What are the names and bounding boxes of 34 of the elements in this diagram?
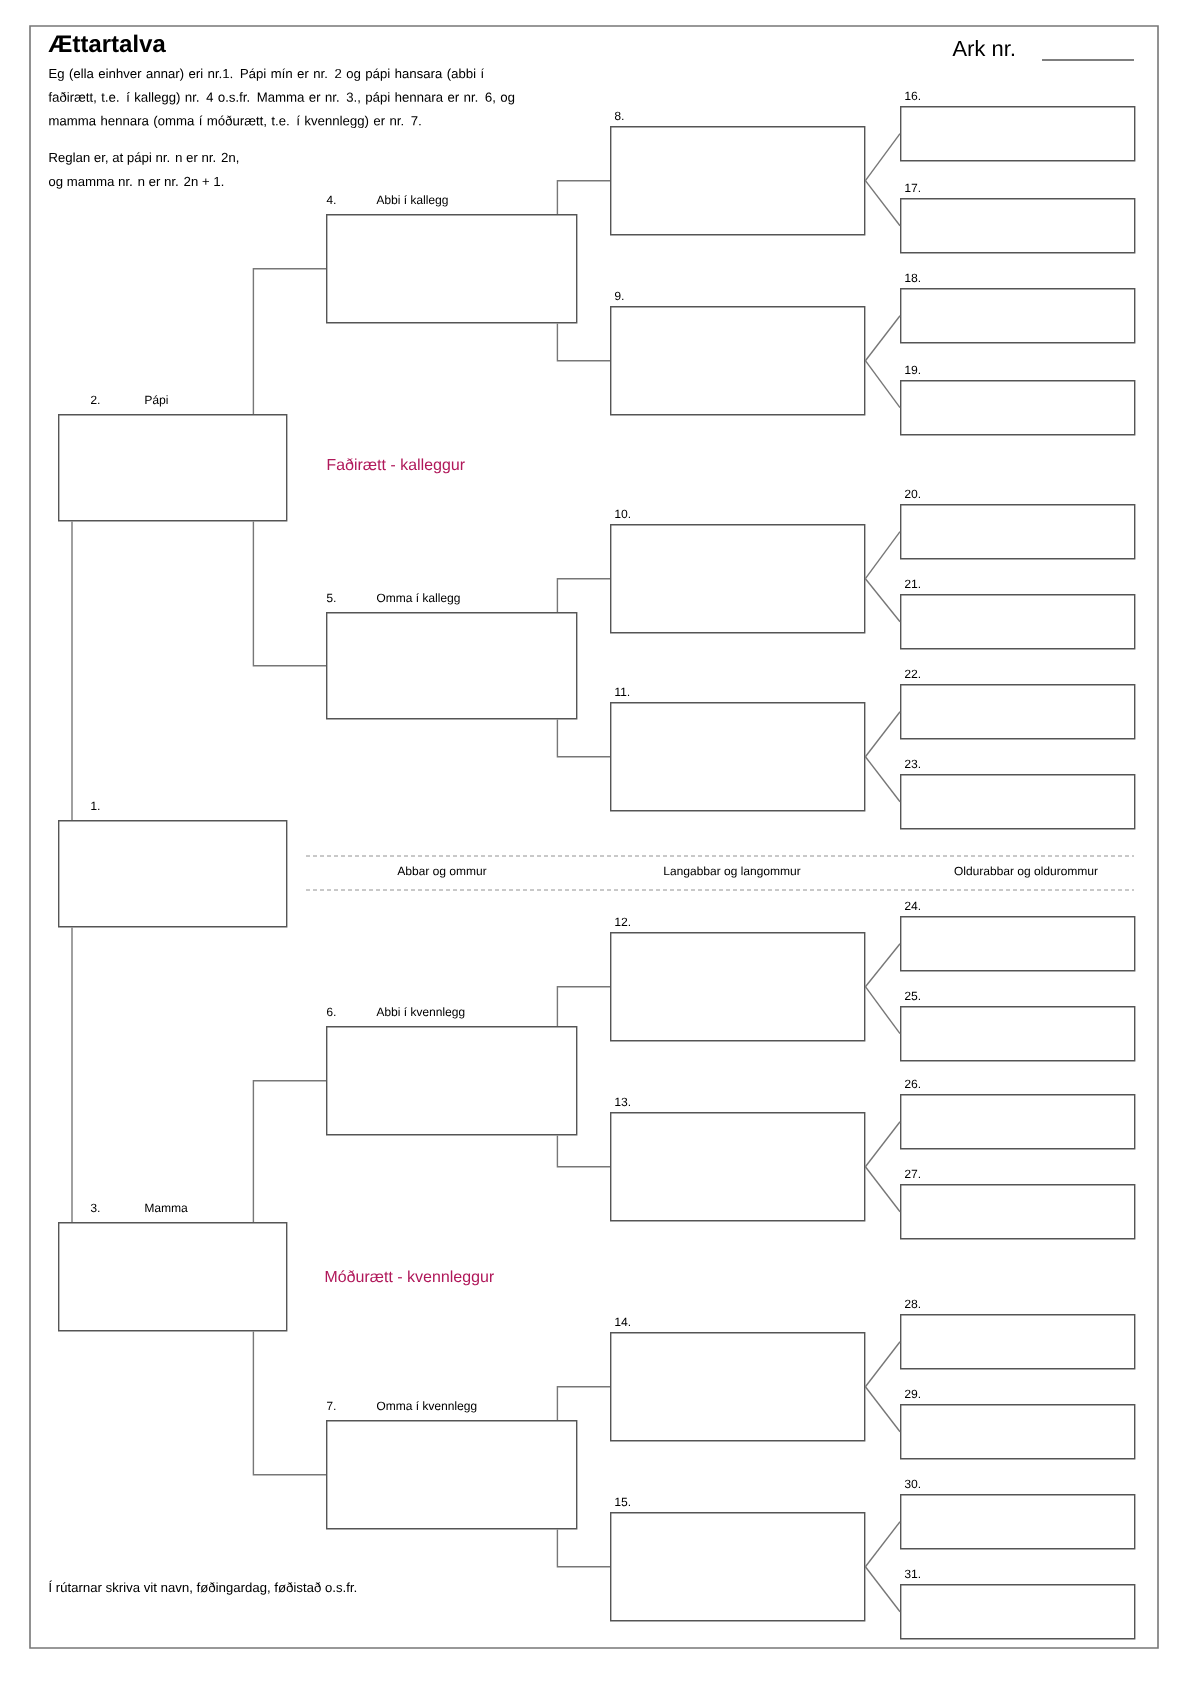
connector-line xyxy=(864,1521,901,1568)
title: Ættartalva xyxy=(48,34,166,53)
connector-line xyxy=(864,986,901,1035)
connector-line xyxy=(864,360,901,409)
sheet-number-label: Ark nr. xyxy=(952,40,1014,56)
connector-line xyxy=(864,578,901,623)
connector-line xyxy=(864,1166,901,1213)
connector-line xyxy=(864,943,901,988)
connector-line xyxy=(556,986,611,1027)
connector-line xyxy=(71,926,73,1223)
connector-line xyxy=(252,1330,327,1476)
connector-line xyxy=(864,180,901,227)
connector-line xyxy=(864,1121,901,1168)
connector-line xyxy=(556,718,611,758)
lineage-heading: Móðurætt - kvennleggur xyxy=(325,1270,494,1286)
connector-line xyxy=(556,1134,611,1168)
connector-line xyxy=(864,133,901,182)
connector-line xyxy=(864,1566,901,1613)
connector-line xyxy=(252,268,327,415)
connector-line xyxy=(864,756,901,803)
connector-line xyxy=(864,1386,901,1433)
connector-line xyxy=(864,711,901,758)
connector-line xyxy=(556,1386,611,1421)
connector-line xyxy=(252,1080,327,1223)
connector-line xyxy=(864,315,901,362)
connector-line xyxy=(71,520,73,821)
connector-line xyxy=(864,531,901,580)
connector-line xyxy=(556,578,611,613)
connector-line xyxy=(252,520,327,667)
connector-line xyxy=(556,180,611,215)
connector-line xyxy=(556,1528,611,1568)
lineage-heading: Faðirætt - kalleggur xyxy=(327,458,465,474)
connector-line xyxy=(864,1341,901,1388)
connector-line xyxy=(556,322,611,362)
